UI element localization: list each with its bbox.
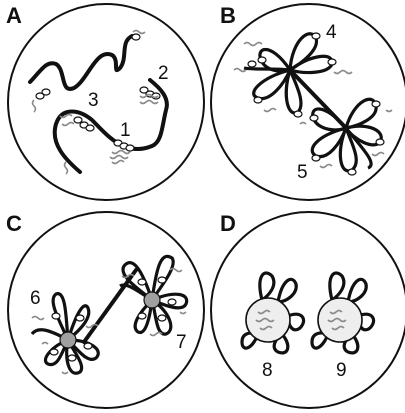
- panel-a-letter: A: [6, 3, 22, 28]
- panel-b: B: [211, 3, 405, 200]
- panel-c-body-left: [60, 332, 76, 348]
- panel-a-circle: [8, 4, 204, 200]
- label-8: 8: [262, 360, 273, 381]
- label-5: 5: [297, 162, 308, 183]
- label-4: 4: [326, 22, 337, 43]
- label-6: 6: [30, 288, 41, 309]
- panel-c-letter: C: [6, 211, 22, 236]
- label-1: 1: [120, 120, 131, 141]
- panel-d-circle: [211, 212, 405, 408]
- panel-b-letter: B: [220, 3, 236, 28]
- label-7: 7: [176, 332, 187, 353]
- panel-a: A 1: [6, 3, 204, 200]
- label-3: 3: [88, 90, 99, 111]
- label-2: 2: [158, 63, 169, 84]
- panel-d-letter: D: [220, 211, 236, 236]
- panel-c: C: [6, 211, 204, 408]
- panel-c-body-right: [144, 292, 160, 308]
- label-9: 9: [336, 360, 347, 381]
- panel-d: D 8 9: [211, 211, 405, 408]
